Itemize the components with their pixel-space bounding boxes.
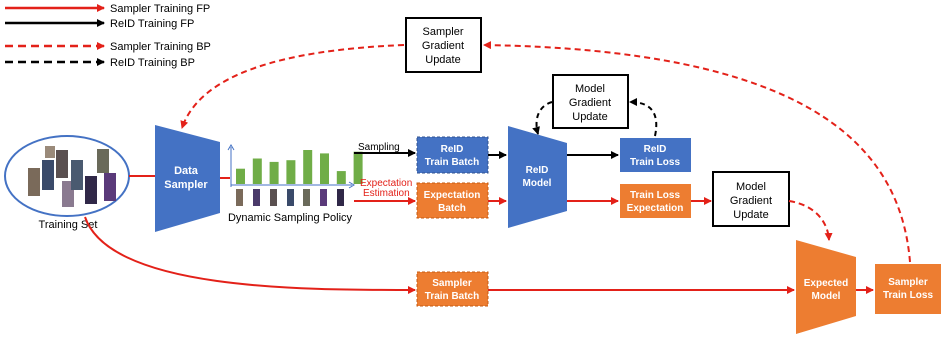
sampler-batch-line1: Sampler [432,278,472,289]
model-grad-right-line2: Gradient [730,195,772,207]
edge-model-grad-to-expected-model [788,200,833,241]
sampler-loss-line2: Train Loss [883,290,933,301]
sampler-grad-line2: Gradient [422,40,464,52]
sampler-grad-line3: Update [425,54,460,66]
legend-label-reid-bp: ReID Training BP [110,57,195,69]
policy-bar [236,168,245,184]
model-gradient-update-right: Model Gradient Update [712,171,790,227]
expect-batch-line1: Expectation [424,190,481,201]
model-gradient-update-top: Model Gradient Update [552,74,629,129]
model-grad-top-line3: Update [572,111,607,123]
data-sampler-line1: Data [174,165,199,177]
legend-label-sampler-fp: Sampler Training FP [110,3,210,15]
sampling-policy-chart: Dynamic Sampling Policy [227,144,363,224]
model-grad-right-line1: Model [736,181,766,193]
reid-model-line2: Model [523,178,552,189]
sampler-train-batch: Sampler Train Batch [416,271,489,307]
legend-label-reid-fp: ReID Training FP [110,18,194,30]
expected-model-line2: Model [812,291,841,302]
policy-bar [303,150,313,184]
loss-expect-line1: Train Loss [630,190,680,201]
reid-model: ReID Model [508,126,567,228]
reid-train-loss: ReID Train Loss [620,138,691,172]
reid-batch-line1: ReID [441,144,464,155]
reid-loss-line2: Train Loss [630,157,680,168]
loss-expect-line2: Expectation [627,203,684,214]
model-grad-top-line2: Gradient [569,97,611,109]
policy-bar [336,171,346,184]
edge-label-sampling: Sampling [358,142,400,153]
sampler-train-loss: Sampler Train Loss [875,264,941,314]
train-loss-expectation: Train Loss Expectation [620,184,691,218]
edge-grad-to-data-sampler [180,44,405,129]
expected-model-line1: Expected [804,278,848,289]
policy-person-thumbnails-icon [236,189,344,206]
legend-label-sampler-bp: Sampler Training BP [110,41,211,53]
policy-bar [353,151,363,184]
edge-label-expectation-1: Expectation [360,178,412,189]
reid-model-line1: ReID [526,165,549,176]
expectation-batch: Expectation Batch [416,182,489,219]
policy-label: Dynamic Sampling Policy [228,212,353,224]
legend: Sampler Training FP ReID Training FP Sam… [5,3,211,69]
policy-bar [320,153,329,184]
reid-train-batch: ReID Train Batch [416,136,489,174]
data-sampler-line2: Sampler [164,179,208,191]
model-grad-top-line1: Model [575,83,605,95]
person-thumbnails-icon [28,146,116,207]
edge-reid-loss-to-model-grad [629,98,658,137]
sampler-loss-line1: Sampler [888,277,928,288]
training-set-label: Training Set [39,219,98,231]
training-set: Training Set [4,135,130,231]
edge-model-grad-to-reid-model [532,101,553,135]
edge-trainingset-to-sampler-batch [84,216,416,294]
expect-batch-line2: Batch [438,203,466,214]
policy-bar [286,160,296,184]
sampler-grad-line1: Sampler [423,26,464,38]
data-sampler: Data Sampler [155,125,220,232]
sampler-gradient-update: Sampler Gradient Update [405,17,482,73]
edge-label-expectation-2: Estimation [363,188,410,199]
policy-bar [269,161,279,184]
reid-loss-line1: ReID [644,144,667,155]
model-grad-right-line3: Update [733,209,768,221]
expected-model: Expected Model [796,240,856,334]
policy-bar [252,158,262,184]
reid-batch-line2: Train Batch [425,157,479,168]
sampler-batch-line2: Train Batch [425,291,479,302]
